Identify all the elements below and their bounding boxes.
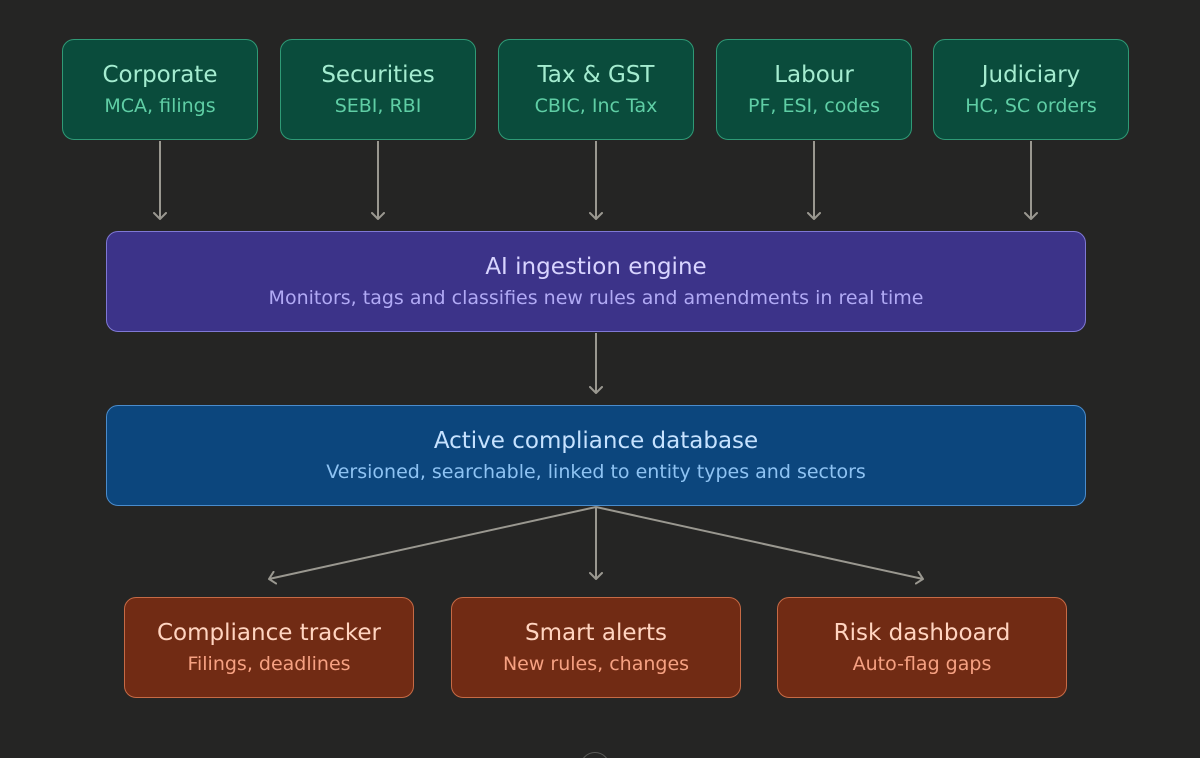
- output-risk-dashboard: Risk dashboard Auto-flag gaps: [777, 597, 1067, 698]
- output-title: Risk dashboard: [833, 620, 1011, 646]
- output-smart-alerts: Smart alerts New rules, changes: [451, 597, 741, 698]
- source-title: Corporate: [102, 62, 218, 88]
- source-subtitle: PF, ESI, codes: [748, 95, 880, 117]
- engine-title: AI ingestion engine: [485, 254, 707, 280]
- source-corporate: Corporate MCA, filings: [62, 39, 258, 140]
- source-title: Judiciary: [981, 62, 1081, 88]
- ai-ingestion-engine: AI ingestion engine Monitors, tags and c…: [106, 231, 1086, 332]
- source-subtitle: SEBI, RBI: [334, 95, 422, 117]
- source-labour: Labour PF, ESI, codes: [716, 39, 912, 140]
- source-title: Tax & GST: [537, 62, 655, 88]
- arrow-database-to-tracker: [268, 506, 597, 585]
- database-subtitle: Versioned, searchable, linked to entity …: [326, 461, 866, 483]
- source-securities: Securities SEBI, RBI: [280, 39, 476, 140]
- output-subtitle: Filings, deadlines: [187, 653, 351, 675]
- source-judiciary: Judiciary HC, SC orders: [933, 39, 1129, 140]
- source-title: Labour: [774, 62, 854, 88]
- database-title: Active compliance database: [433, 428, 759, 454]
- source-tax-gst: Tax & GST CBIC, Inc Tax: [498, 39, 694, 140]
- source-title: Securities: [321, 62, 435, 88]
- output-subtitle: Auto-flag gaps: [852, 653, 992, 675]
- source-subtitle: HC, SC orders: [965, 95, 1097, 117]
- arrow-database-to-dashboard: [595, 506, 924, 585]
- source-subtitle: CBIC, Inc Tax: [534, 95, 658, 117]
- output-title: Compliance tracker: [156, 620, 381, 646]
- output-subtitle: New rules, changes: [502, 653, 690, 675]
- output-compliance-tracker: Compliance tracker Filings, deadlines: [124, 597, 414, 698]
- output-title: Smart alerts: [525, 620, 667, 646]
- compliance-database: Active compliance database Versioned, se…: [106, 405, 1086, 506]
- source-subtitle: MCA, filings: [104, 95, 216, 117]
- engine-subtitle: Monitors, tags and classifies new rules …: [268, 287, 924, 309]
